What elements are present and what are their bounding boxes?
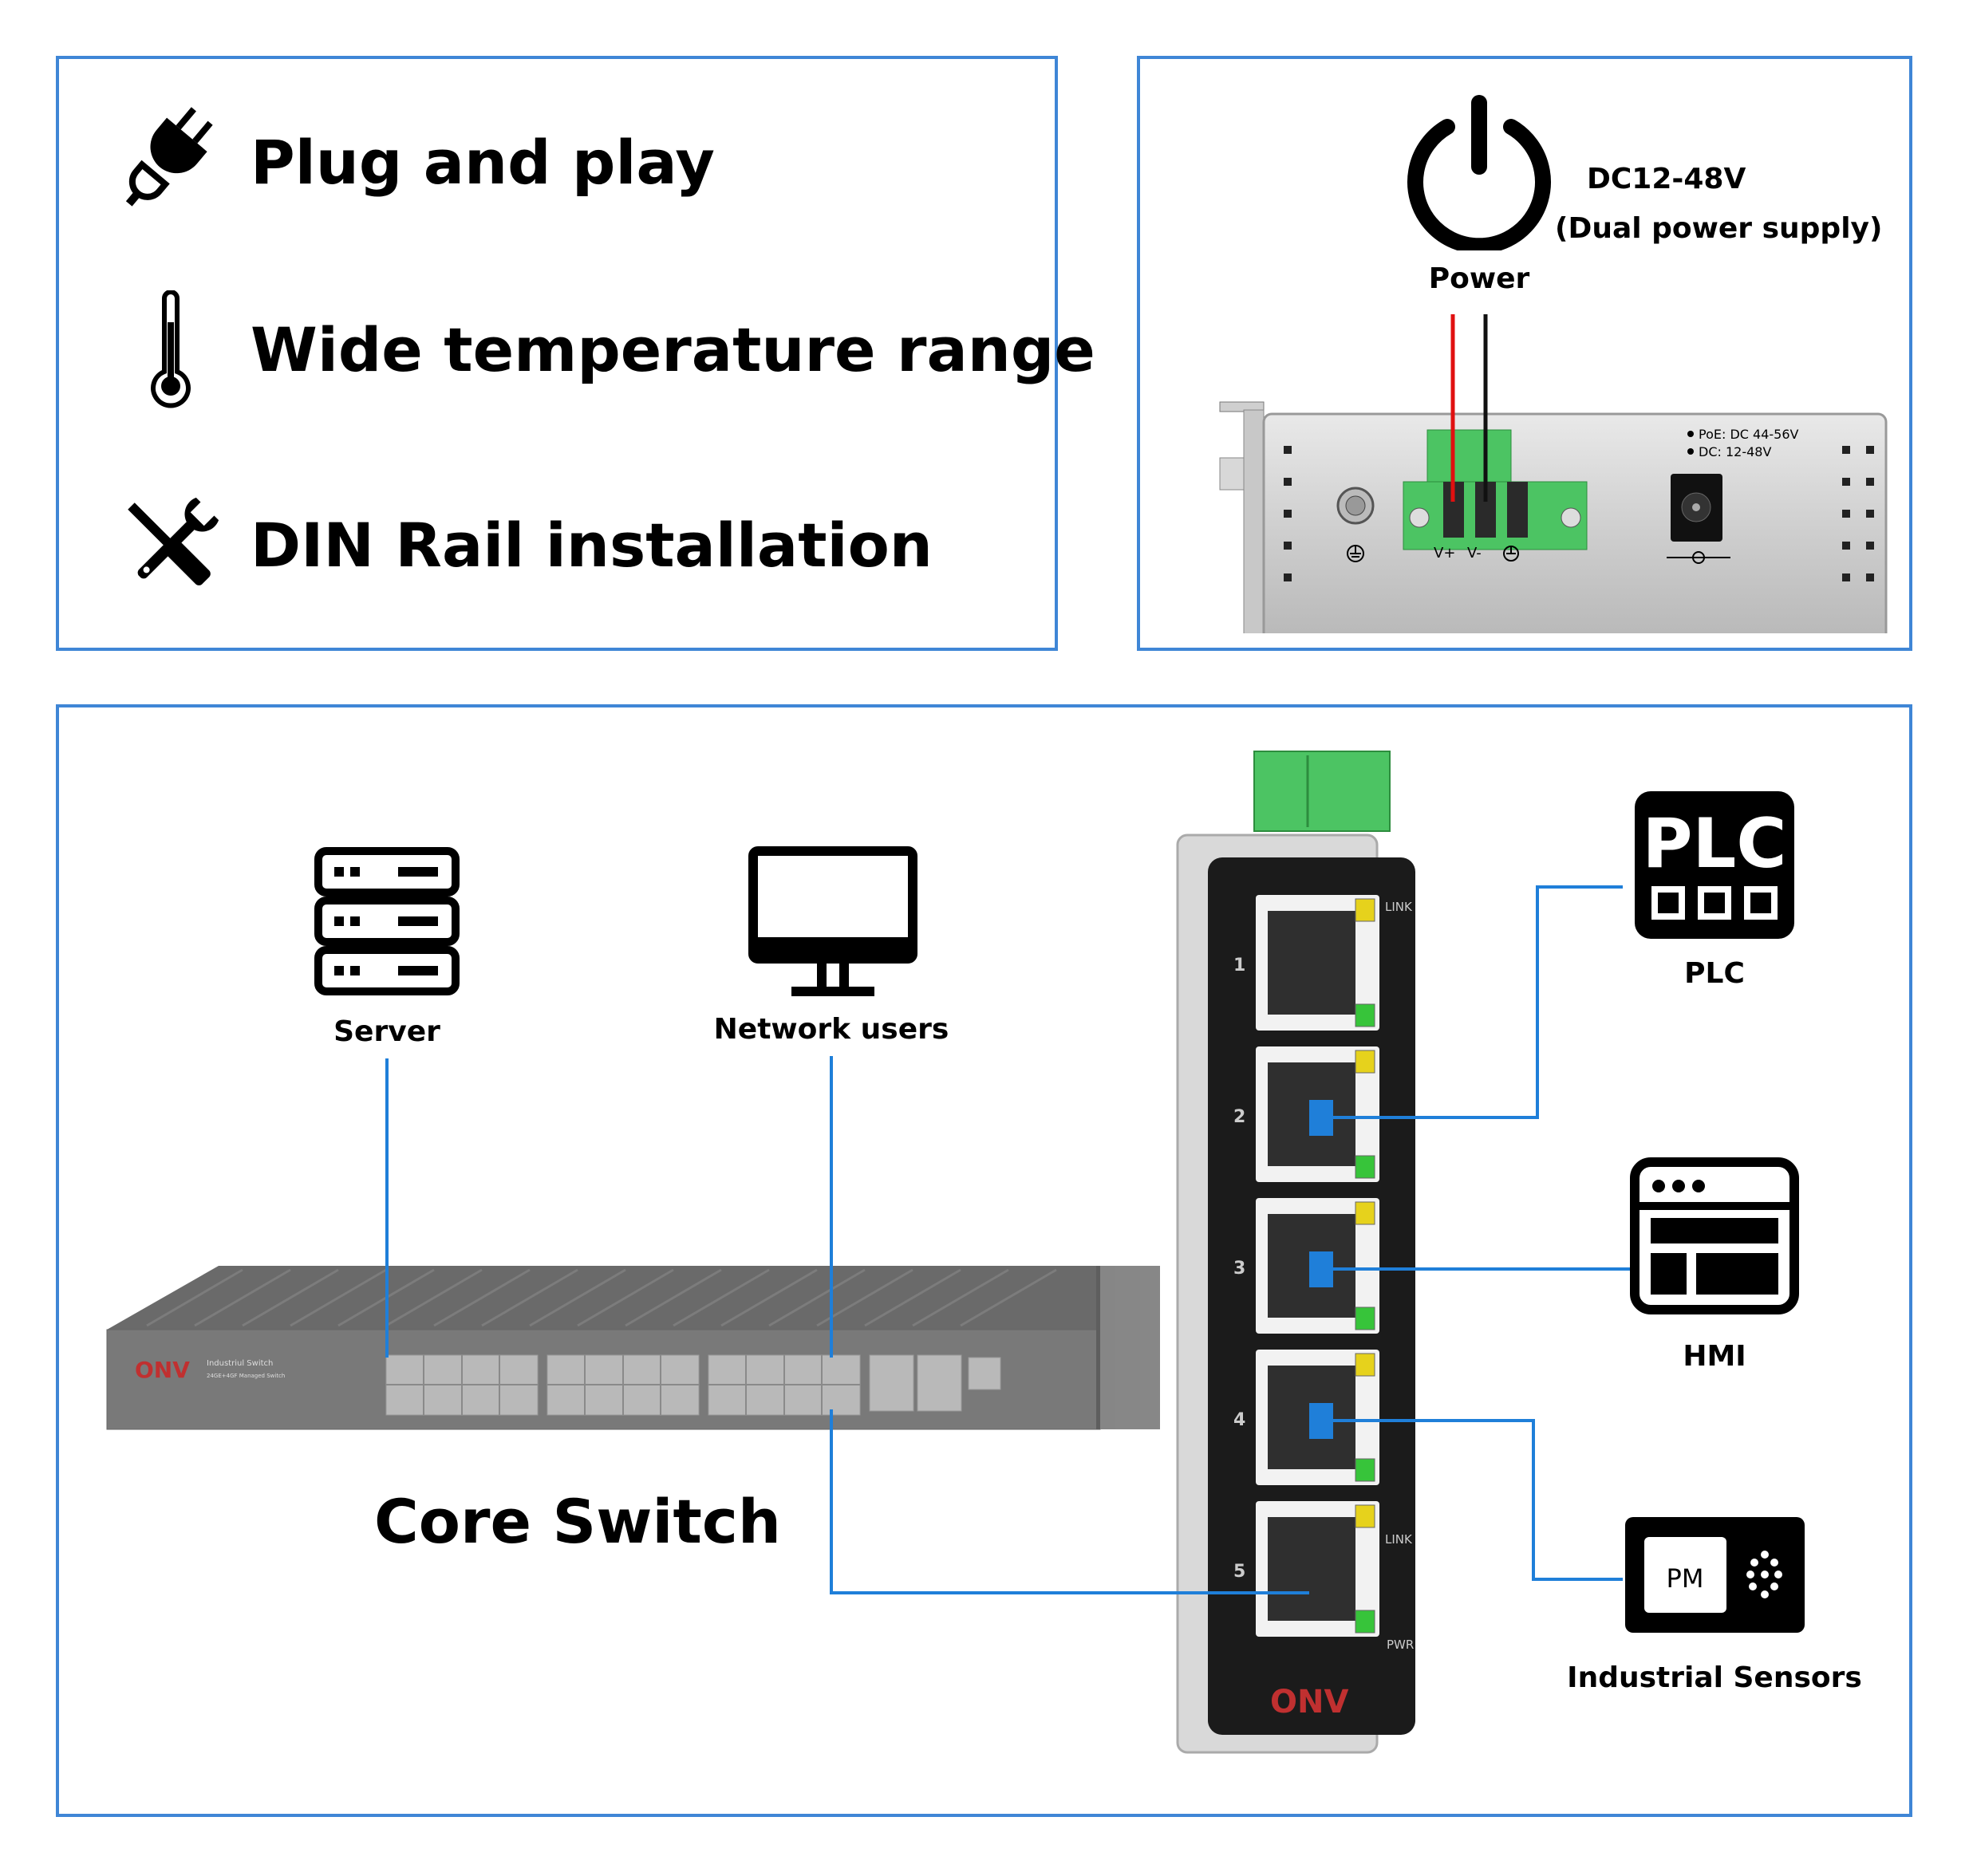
feature-wide-temperature: Wide temperature range <box>59 290 1095 418</box>
voltage-label: DC12-48V <box>1587 163 1746 195</box>
core-switch-logo: ONV <box>135 1357 190 1383</box>
monitor-icon <box>748 846 917 996</box>
svg-text:PLC: PLC <box>1643 804 1787 884</box>
port-number-1: 1 <box>1233 956 1245 975</box>
core-switch-model: 24GE+4GF Managed Switch <box>207 1373 285 1379</box>
terminal-vplus: V+ <box>1434 545 1455 562</box>
feature-din-rail: DIN Rail installation <box>59 486 1048 613</box>
power-label: Power <box>1428 262 1530 295</box>
svg-text:PM: PM <box>1667 1563 1704 1594</box>
note-dc: DC: 12-48V <box>1699 444 1771 459</box>
industrial-sensors-label: Industrial Sensors <box>1567 1661 1862 1694</box>
features-panel: Plug and play Wide temperature range DIN… <box>56 56 1095 651</box>
hmi-label: HMI <box>1683 1340 1746 1373</box>
core-switch-label: Core Switch <box>374 1486 781 1557</box>
pwr-label: PWR <box>1387 1638 1414 1652</box>
hmi-icon <box>1630 1157 1799 1314</box>
note-poe: PoE: DC 44-56V <box>1699 427 1799 442</box>
connection-lines <box>385 885 1631 1594</box>
feature-text: Plug and play <box>251 127 715 198</box>
feature-text: DIN Rail installation <box>251 510 933 581</box>
feature-plug-and-play: Plug and play <box>59 103 1048 231</box>
din-switch-logo: ONV <box>1270 1684 1348 1720</box>
core-switch-name: Industriul Switch <box>207 1359 273 1368</box>
port-number-2: 2 <box>1233 1107 1245 1127</box>
din-rail-switch: 1 2 3 4 5 LINK LINK PWR ONV <box>1176 751 1415 1754</box>
link-label-5: LINK <box>1385 1532 1413 1547</box>
terminal-vminus: V- <box>1467 545 1482 562</box>
port-number-4: 4 <box>1233 1410 1245 1430</box>
dual-supply-label: (Dual power supply) <box>1555 212 1883 245</box>
port-number-5: 5 <box>1233 1562 1245 1582</box>
plc-label: PLC <box>1684 957 1745 990</box>
port-number-3: 3 <box>1233 1259 1245 1279</box>
link-label: LINK <box>1385 900 1413 914</box>
power-panel: Power DC12-48V (Dual power supply) <box>1137 56 1912 651</box>
plc-icon: PLC <box>1635 791 1794 939</box>
network-users-label: Network users <box>714 1013 949 1046</box>
server-icon <box>314 847 460 995</box>
thermometer-icon <box>151 290 191 408</box>
server-label: Server <box>333 1015 440 1048</box>
network-panel: Server Network users <box>56 704 1912 1817</box>
tools-icon <box>128 497 219 585</box>
switch-side-panel: V+ V- PoE: DC 44-56V DC: 12-48V <box>1219 314 1888 633</box>
network-diagram: Server Network users <box>106 751 1862 1754</box>
power-icon <box>1407 95 1551 250</box>
plug-icon <box>125 107 213 207</box>
industrial-sensor-icon: PM <box>1625 1517 1805 1633</box>
feature-text: Wide temperature range <box>251 314 1095 385</box>
